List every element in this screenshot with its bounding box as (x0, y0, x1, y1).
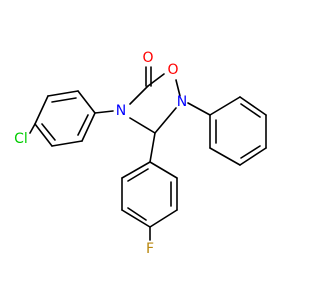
atom-label-carbonyl-oxygen: O (142, 50, 153, 66)
bond-n4-c5 (129, 85, 149, 105)
bond-n4-ar (94, 110, 114, 114)
ph-inner-bond (240, 145, 261, 159)
atom-label-fluorine: F (146, 241, 154, 257)
clph-inner-bond (51, 97, 77, 103)
atom-label-ring-oxygen: O (167, 62, 178, 78)
fluorophenyl-ring (121, 132, 178, 241)
clph-bond (34, 123, 53, 147)
phenyl-ring (187, 96, 267, 166)
clph-bond (77, 90, 96, 114)
atom-label-n4: N (116, 103, 126, 119)
fph-bond (121, 161, 151, 179)
clph-inner-bond (77, 114, 89, 136)
fph-inner-bond (127, 168, 149, 182)
clph-bond (51, 140, 83, 147)
clph-bond (81, 112, 96, 142)
ph-bond (209, 96, 241, 116)
ph-inner-bond (240, 103, 261, 118)
ph-bond (209, 147, 241, 166)
clph-bond (47, 90, 79, 97)
bond-o1-n2 (175, 79, 181, 97)
ph-bond (239, 147, 267, 166)
bond-n2-ph (187, 102, 211, 116)
ph-bond (239, 96, 267, 116)
atom-label-n2: N (177, 94, 187, 110)
atom-label-chlorine: Cl (14, 131, 28, 147)
clph-bond (34, 95, 49, 125)
bond-c-cl (29, 123, 36, 134)
fph-bond (149, 161, 178, 179)
oxadiazolidinone-ring (129, 66, 181, 134)
molecule-diagram: O O N N Cl F (14, 50, 267, 257)
fph-inner-bond (127, 207, 147, 221)
chlorophenyl-ring (29, 90, 114, 147)
structure-svg: O O N N Cl F (14, 50, 267, 257)
bond-c3-ar (149, 132, 156, 163)
clph-inner-bond (41, 123, 56, 141)
bond-n2-c3 (154, 107, 177, 134)
fph-bond (149, 209, 178, 228)
fph-bond (121, 209, 151, 228)
bond-c3-n4 (129, 117, 156, 134)
